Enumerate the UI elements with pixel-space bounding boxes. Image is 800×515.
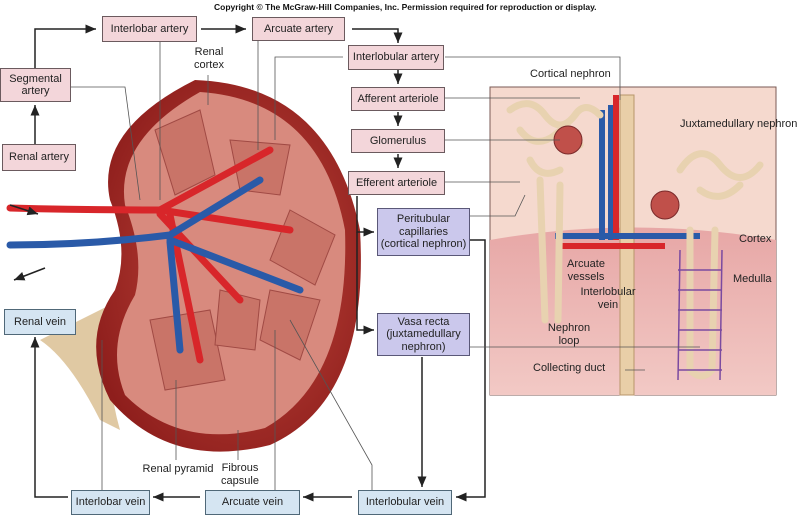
cortex-label: Cortex: [739, 233, 772, 245]
peritubular-capillaries-box: Peritubular capillaries (cortical nephro…: [377, 208, 470, 256]
copyright-notice: Copyright © The McGraw-Hill Companies, I…: [214, 2, 597, 12]
renal-vein-box: Renal vein: [4, 309, 76, 335]
renal-cortex-label: Renal cortex: [194, 46, 224, 71]
nephron-panel: [489, 86, 777, 396]
fibrous-capsule-label: Fibrous capsule: [221, 462, 259, 487]
segmental-artery-box: Segmental artery: [0, 68, 71, 102]
juxtamedullary-nephron-tubules: [676, 150, 764, 380]
arcuate-vessels-label: Arcuate vessels: [567, 258, 605, 283]
interlobular-artery-box: Interlobular artery: [348, 45, 444, 70]
cortical-nephron-label: Cortical nephron: [530, 68, 611, 80]
glomerulus-box: Glomerulus: [351, 129, 445, 153]
flow-arrows: [9, 24, 486, 502]
renal-artery-box: Renal artery: [2, 144, 76, 171]
renal-pyramid-label: Renal pyramid: [142, 463, 214, 475]
collecting-duct-label: Collecting duct: [533, 362, 606, 374]
kidney-illustration: [6, 80, 361, 452]
vasa-recta-box: Vasa recta (juxtamedullary nephron): [377, 313, 470, 356]
juxtamedullary-glomerulus: [650, 190, 680, 220]
interlobar-artery-box: Interlobar artery: [102, 16, 197, 42]
leader-lines: [71, 40, 700, 490]
juxtamedullary-nephron-label: Juxtamedullary nephron: [680, 118, 798, 130]
interlobular-vein-box: Interlobular vein: [358, 490, 452, 515]
medulla-label: Medulla: [733, 273, 772, 285]
vasa-recta-shape: [677, 249, 723, 381]
efferent-arteriole-box: Efferent arteriole: [348, 171, 445, 195]
afferent-arteriole-box: Afferent arteriole: [351, 87, 445, 111]
interlobular-vein-label: Interlobular vein: [580, 286, 636, 311]
arcuate-artery-box: Arcuate artery: [252, 17, 345, 41]
interlobular-vein-shape: [599, 105, 614, 240]
nephron-loop-label: Nephron loop: [547, 322, 591, 347]
arcuate-vein-box: Arcuate vein: [205, 490, 300, 515]
interlobar-vein-box: Interlobar vein: [71, 490, 150, 515]
